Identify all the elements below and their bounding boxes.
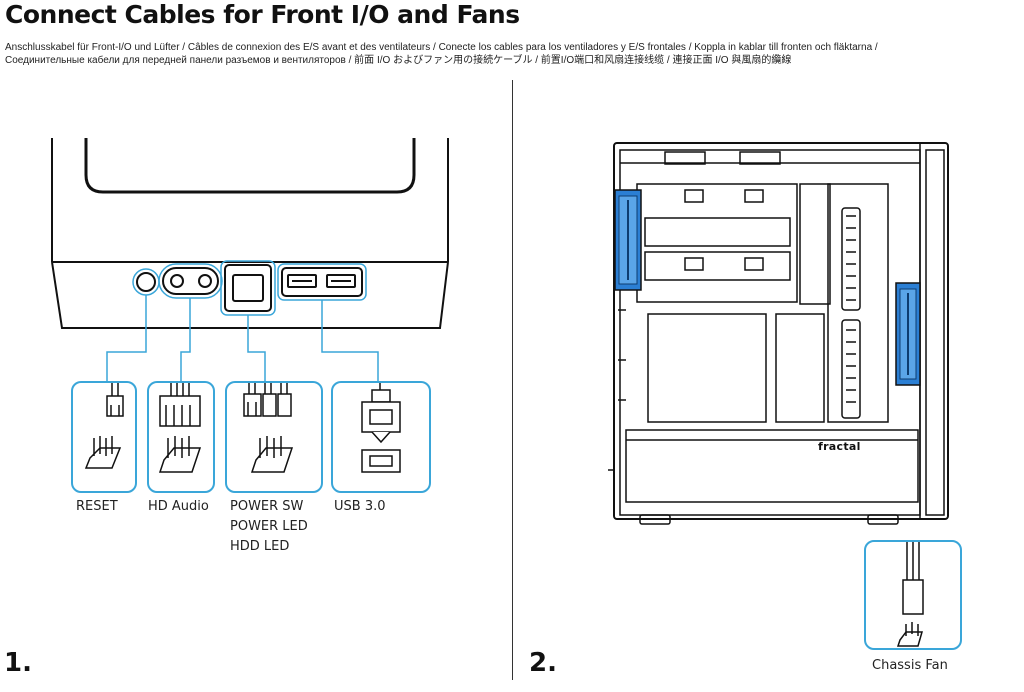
rear-fan-icon [895, 282, 921, 386]
reset-button-icon [136, 272, 156, 292]
brand-logo: fractal [818, 440, 861, 453]
label-chassis-fan: Chassis Fan [872, 658, 948, 673]
subtitle-line-2: Соединительные кабели для передней панел… [5, 55, 792, 66]
label-power-led: POWER LED [230, 519, 308, 534]
step-number-1: 1. [4, 648, 32, 678]
front-fan-icon [614, 189, 642, 291]
step-number-2: 2. [529, 648, 557, 678]
subtitle-line-1: Anschlusskabel für Front-I/O und Lüfter … [5, 42, 878, 53]
chassis-fan-connector-icon [896, 542, 924, 647]
usb3-connector-icon [361, 383, 401, 473]
hd-audio-connector-icon [158, 383, 202, 473]
label-power-sw: POWER SW [230, 499, 304, 514]
front-io-ports [136, 264, 363, 312]
reset-connector-icon [84, 383, 124, 469]
leader-lines [106, 260, 379, 382]
page-subtitle: Anschlusskabel für Front-I/O und Lüfter … [5, 41, 1015, 67]
panel-divider [512, 80, 513, 680]
label-usb3: USB 3.0 [334, 499, 386, 514]
power-cable-icon [841, 207, 861, 419]
label-reset: RESET [76, 499, 118, 514]
step1-illustration [51, 138, 449, 493]
label-hd-audio: HD Audio [148, 499, 209, 514]
label-hdd-led: HDD LED [230, 539, 290, 554]
power-connector-icon [243, 383, 294, 473]
page-title: Connect Cables for Front I/O and Fans [5, 0, 520, 29]
